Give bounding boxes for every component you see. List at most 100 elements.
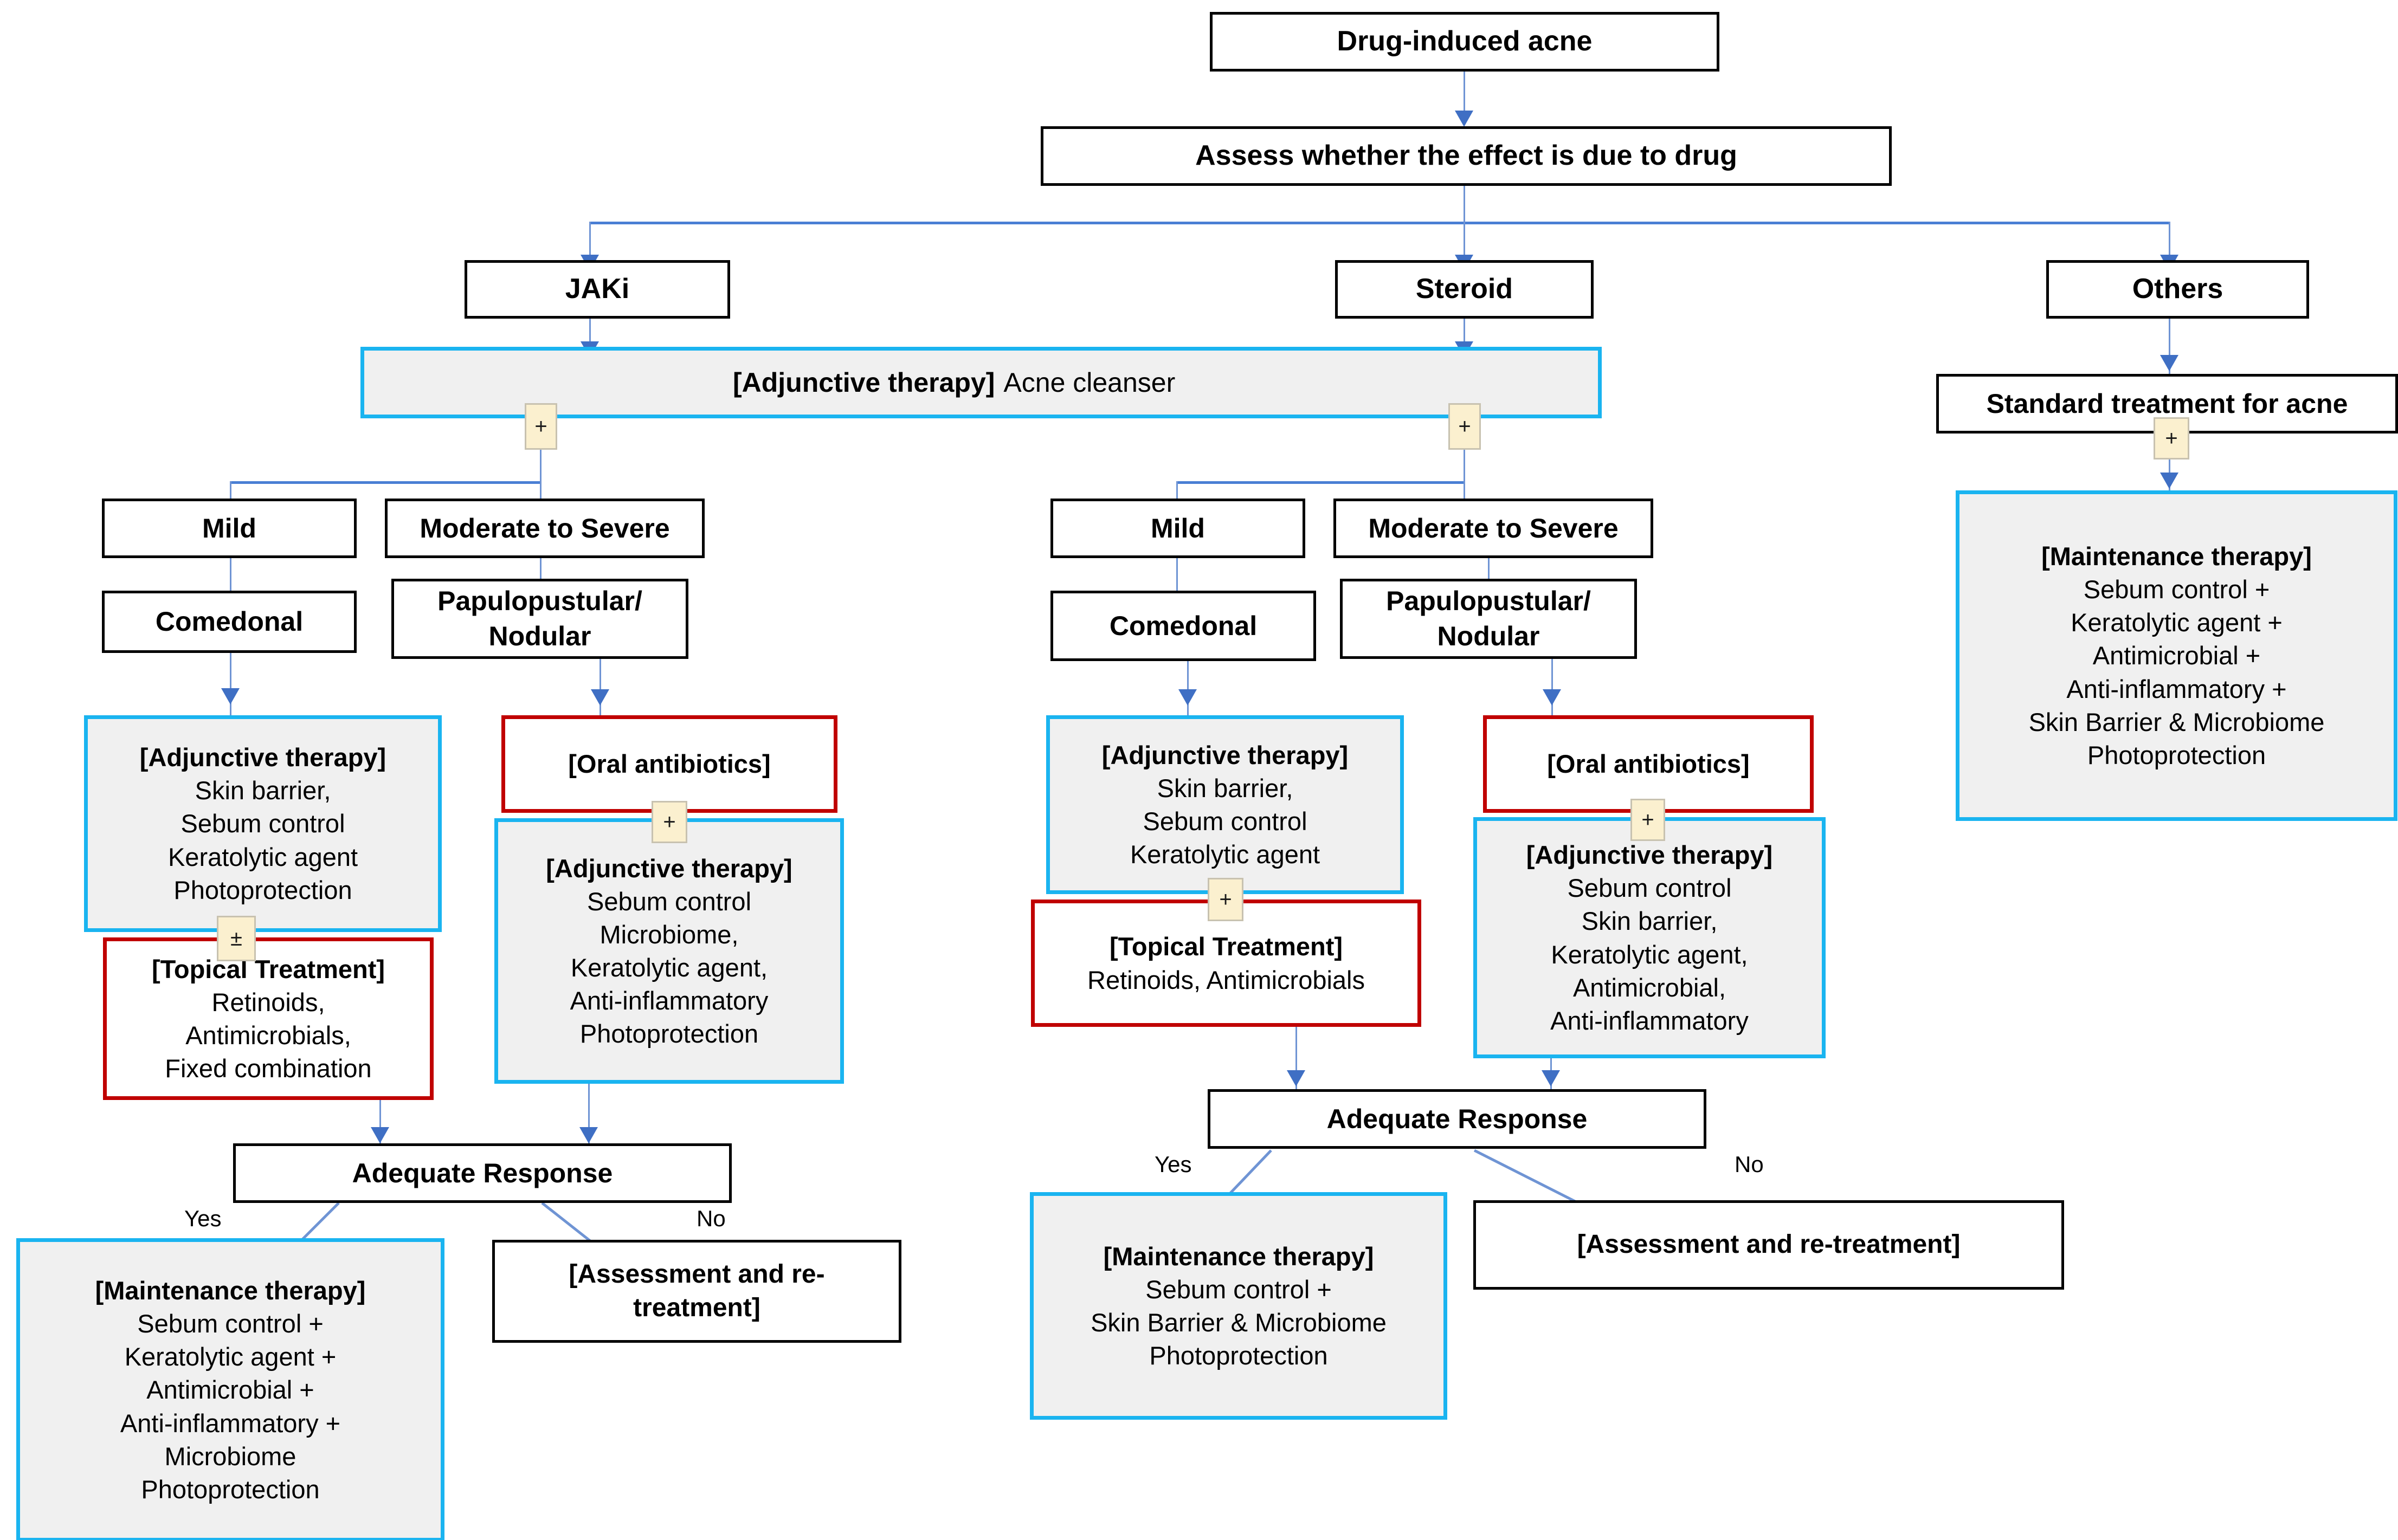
operator-plus-jaki-adj-sev: +: [652, 801, 687, 843]
node-others-maintenance-line-2: Antimicrobial +: [2092, 641, 2261, 670]
node-steroid-adj-mild-line-0: Skin barrier,: [1157, 773, 1293, 803]
edge-bus-to-jaki: [589, 222, 591, 270]
edge-steroid-severity-bus: [1176, 481, 1465, 484]
edge-steroid-mild-to-comedonal: [1176, 558, 1178, 612]
edge-root-to-assess: [1464, 72, 1465, 120]
edge-steroid-papulo-to-oralab: [1551, 659, 1553, 719]
operator-plus-others-glyph: +: [2165, 426, 2178, 450]
operator-plus-jaki-cleanser-glyph: +: [534, 415, 547, 438]
node-steroid-adj-mild-line-2: Keratolytic agent: [1130, 840, 1320, 869]
operator-plus-steroid-topical-glyph: +: [1219, 888, 1232, 911]
node-others-maintenance-title: [Maintenance therapy]: [2041, 542, 2312, 571]
node-steroid-maintenance: [Maintenance therapy] Sebum control + Sk…: [1030, 1192, 1447, 1420]
node-branch-others-label: Others: [2132, 273, 2223, 305]
node-steroid-comedonal-label: Comedonal: [1109, 610, 1258, 641]
edge-steroid-topical-to-response: [1295, 1027, 1297, 1097]
node-steroid-modsev-label: Moderate to Severe: [1368, 513, 1619, 543]
node-steroid-adequate-response-label: Adequate Response: [1326, 1103, 1588, 1134]
node-steroid-papulo-line2: Nodular: [1437, 621, 1540, 651]
operator-plus-steroid-adj-sev: +: [1630, 799, 1665, 841]
node-jaki-comedonal: Comedonal: [102, 591, 357, 653]
node-steroid-mild: Mild: [1050, 499, 1305, 558]
node-jaki-papulo-line2: Nodular: [488, 621, 591, 651]
node-jaki-adequate-response: Adequate Response: [233, 1143, 732, 1203]
node-jaki-adequate-response-label: Adequate Response: [352, 1157, 613, 1188]
edge-jaki-mild-to-comedonal: [230, 558, 231, 612]
edge-label-jaki-yes: Yes: [184, 1206, 222, 1231]
node-steroid-adj-sev-line-1: Skin barrier,: [1581, 907, 1718, 936]
edge-jaki-comedonal-to-adj: [230, 653, 231, 718]
node-steroid-adj-sev: [Adjunctive therapy] Sebum control Skin …: [1473, 817, 1826, 1058]
edge-steroid-to-cleanser: [1464, 319, 1465, 362]
edge-jaki-severity-bus: [230, 481, 541, 484]
node-others-maintenance-line-4: Skin Barrier & Microbiome: [2028, 707, 2325, 736]
arrowhead-others-to-standard: [2160, 355, 2178, 371]
arrowhead-root-to-assess: [1455, 111, 1473, 127]
edge-assess-bus: [589, 222, 2170, 224]
operator-plus-steroid-cleanser: +: [1448, 403, 1481, 450]
arrowhead-jaki-adjsev-to-response: [579, 1127, 598, 1143]
node-jaki-reassess: [Assessment and re- treatment]: [492, 1240, 901, 1343]
node-jaki-modsev-label: Moderate to Severe: [420, 513, 670, 543]
node-branch-jaki: JAKi: [465, 260, 730, 319]
node-jaki-maintenance-line-3: Anti-inflammatory +: [120, 1408, 341, 1438]
node-assess: Assess whether the effect is due to drug: [1041, 126, 1892, 186]
operator-plusminus-jaki-topical-glyph: ±: [230, 927, 242, 950]
operator-plus-jaki-adj-sev-glyph: +: [663, 810, 676, 834]
node-jaki-comedonal-label: Comedonal: [155, 606, 304, 637]
arrowhead-jaki-papulo-to-oralab: [591, 689, 609, 706]
arrowhead-jaki-comedonal-to-adj: [221, 688, 240, 704]
node-acne-cleanser-title: [Adjunctive therapy]: [733, 367, 995, 398]
node-jaki-adj-sev-line-4: Photoprotection: [579, 1019, 759, 1049]
node-jaki-reassess-line1: [Assessment and re-: [569, 1259, 825, 1289]
node-steroid-papulo-line1: Papulopustular/: [1386, 586, 1591, 616]
node-steroid-adequate-response: Adequate Response: [1208, 1089, 1706, 1149]
node-jaki-adj-sev: [Adjunctive therapy] Sebum control Micro…: [494, 818, 844, 1084]
node-steroid-comedonal: Comedonal: [1050, 591, 1316, 661]
node-jaki-adj-mild-line-1: Sebum control: [181, 809, 345, 838]
node-jaki-adj-mild-line-0: Skin barrier,: [195, 776, 331, 805]
arrowhead-jaki-topical-to-response: [371, 1127, 389, 1143]
node-steroid-topical-title: [Topical Treatment]: [1109, 932, 1343, 961]
node-steroid-reassess: [Assessment and re-treatment]: [1473, 1200, 2064, 1290]
edge-label-steroid-yes: Yes: [1155, 1151, 1192, 1177]
edge-jaki-adjsev-to-response: [588, 1084, 590, 1154]
node-steroid-adj-mild-title: [Adjunctive therapy]: [1101, 740, 1349, 769]
node-branch-others: Others: [2046, 260, 2309, 319]
node-jaki-adj-mild-line-2: Keratolytic agent: [167, 842, 358, 871]
operator-plusminus-jaki-topical: ±: [217, 916, 256, 961]
node-steroid-maintenance-title: [Maintenance therapy]: [1103, 1241, 1374, 1271]
edge-jaki-plus-stem: [540, 450, 542, 483]
node-branch-jaki-label: JAKi: [565, 273, 630, 305]
arrowhead-others-plus-to-maintenance: [2160, 473, 2178, 489]
operator-plus-steroid-adj-sev-glyph: +: [1641, 808, 1654, 832]
arrowhead-steroid-topical-to-response: [1287, 1070, 1305, 1086]
node-steroid-adj-sev-line-3: Antimicrobial,: [1572, 973, 1726, 1002]
node-steroid-mild-label: Mild: [1151, 513, 1205, 543]
node-steroid-adj-sev-line-2: Keratolytic agent,: [1551, 940, 1748, 969]
edge-jaki-papulo-to-oralab: [600, 659, 601, 719]
node-steroid-modsev: Moderate to Severe: [1333, 499, 1653, 558]
edge-steroid-plus-stem: [1464, 450, 1465, 483]
node-jaki-mild-label: Mild: [202, 513, 256, 543]
node-jaki-maintenance-title: [Maintenance therapy]: [95, 1276, 366, 1305]
arrowhead-steroid-papulo-to-oralab: [1543, 689, 1561, 706]
node-jaki-papulo-line1: Papulopustular/: [437, 586, 642, 616]
node-jaki-mild: Mild: [102, 499, 357, 558]
node-others-maintenance-line-1: Keratolytic agent +: [2071, 608, 2283, 637]
edge-bus-to-others: [2169, 222, 2170, 270]
edge-others-to-standard: [2169, 319, 2170, 378]
node-branch-steroid-label: Steroid: [1415, 273, 1513, 305]
node-others-standard-label: Standard treatment for acne: [1986, 388, 2348, 419]
node-steroid-papulo: Papulopustular/ Nodular: [1340, 579, 1637, 659]
edge-label-steroid-no: No: [1735, 1151, 1764, 1177]
node-jaki-adj-sev-line-1: Microbiome,: [600, 920, 739, 949]
node-steroid-maintenance-line-1: Skin Barrier & Microbiome: [1091, 1308, 1387, 1337]
node-steroid-maintenance-line-0: Sebum control +: [1145, 1274, 1332, 1304]
edge-label-jaki-no: No: [697, 1206, 726, 1231]
node-steroid-maintenance-line-2: Photoprotection: [1149, 1341, 1328, 1370]
node-jaki-adj-mild-title: [Adjunctive therapy]: [139, 743, 386, 772]
node-steroid-adj-mild: [Adjunctive therapy] Skin barrier, Sebum…: [1046, 715, 1404, 894]
node-steroid-adj-sev-line-4: Anti-inflammatory: [1550, 1006, 1749, 1035]
